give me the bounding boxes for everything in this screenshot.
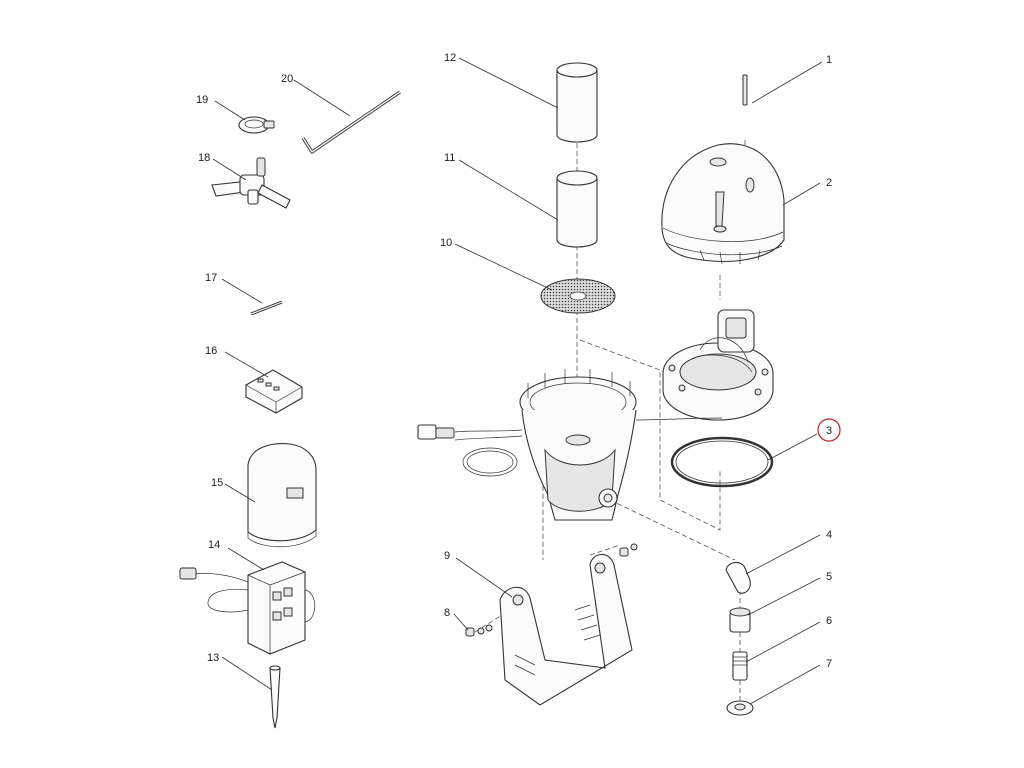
- part-17-small-pin: [250, 300, 283, 316]
- part-9-bracket-stand: [499, 553, 633, 706]
- label-2: 2: [826, 177, 832, 189]
- label-17: 17: [205, 272, 217, 284]
- part-3-o-ring: [670, 436, 774, 488]
- part-13-stake: [269, 665, 281, 729]
- label-15: 15: [211, 477, 223, 489]
- housing-studs: [527, 369, 631, 398]
- label-10: 10: [440, 237, 452, 249]
- part-16-block: [245, 369, 303, 414]
- part-8-screws: [465, 543, 638, 637]
- label-6: 6: [826, 615, 832, 627]
- part-1-pin: [742, 74, 748, 106]
- label-14: 14: [208, 539, 220, 551]
- label-1: 1: [826, 54, 832, 66]
- leader-lines: [212, 57, 823, 705]
- part-18-valve: [211, 157, 291, 209]
- label-11: 11: [444, 152, 455, 164]
- label-19: 19: [196, 94, 208, 106]
- label-5: 5: [826, 571, 832, 583]
- part-20-hex-key: [301, 90, 401, 154]
- label-3-highlight-circle: [817, 418, 841, 442]
- label-13: 13: [207, 652, 219, 664]
- part-5-coupling: [729, 607, 751, 633]
- label-16: 16: [205, 345, 217, 357]
- label-12: 12: [444, 52, 456, 64]
- label-4: 4: [826, 529, 832, 541]
- part-12-upper-cylinder: [556, 62, 598, 143]
- motor-plate-assembly: [662, 309, 774, 421]
- label-7: 7: [826, 658, 832, 670]
- part-10-screen-disk: [540, 278, 616, 314]
- part-14-control-box: [179, 561, 316, 655]
- label-9: 9: [444, 550, 450, 562]
- part-2-dome-cover: [661, 143, 785, 265]
- part-7-nut: [726, 700, 754, 716]
- part-15-canister: [247, 443, 317, 548]
- callout-labels: 1 2 3 4 5 6 7 8 9 10 11 12 13 14 15 16 1…: [196, 52, 841, 670]
- label-18: 18: [198, 152, 210, 164]
- pump-housing: [417, 369, 723, 521]
- label-8: 8: [444, 607, 450, 619]
- part-19-clamp: [238, 116, 275, 134]
- part-11-lower-cylinder: [556, 170, 598, 248]
- label-20: 20: [281, 73, 293, 85]
- part-6-fitting: [732, 651, 748, 681]
- label-3: 3: [826, 425, 832, 437]
- part-4-elbow: [725, 561, 751, 594]
